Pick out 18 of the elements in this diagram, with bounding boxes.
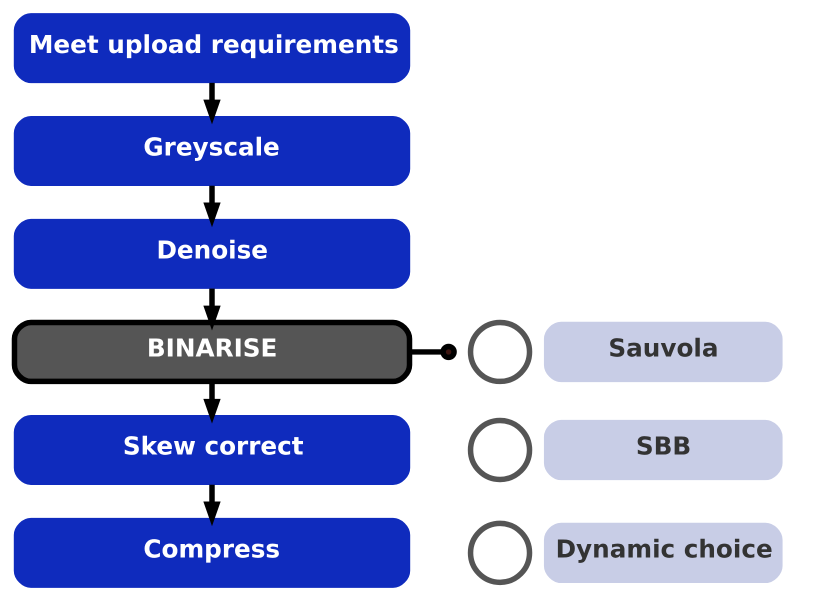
- arrow: [202, 484, 220, 526]
- node-box: Denoise: [13, 218, 410, 289]
- node-box: BINARISE: [11, 320, 412, 384]
- connector: [409, 349, 442, 355]
- arrow: [202, 82, 220, 124]
- arrow: [202, 186, 220, 228]
- node-circle: [467, 320, 532, 384]
- node-box: Sauvola: [543, 322, 782, 382]
- node-box: Greyscale: [13, 116, 410, 186]
- node-box: Skew correct: [13, 415, 410, 485]
- arrow: [202, 382, 220, 424]
- node-box: Compress: [13, 518, 410, 588]
- node-box: SBB: [543, 420, 782, 480]
- arrow: [202, 288, 220, 330]
- node-box: Meet upload requirements: [13, 13, 410, 84]
- node-circle: [467, 418, 532, 482]
- node-box: Dynamic choice: [543, 522, 782, 584]
- node-circle: [467, 520, 532, 586]
